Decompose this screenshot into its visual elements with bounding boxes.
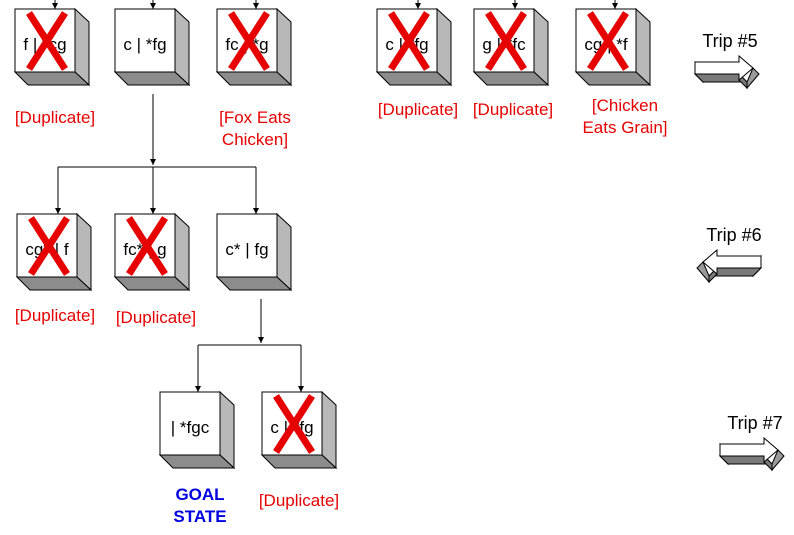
rejected-x-icon xyxy=(273,394,315,454)
trip-7-indicator: Trip #7 xyxy=(718,412,792,472)
box-shape xyxy=(158,390,236,470)
arrow-right-icon xyxy=(718,436,785,472)
rejected-x-icon xyxy=(126,216,168,276)
box-shape xyxy=(215,212,293,292)
trip-6-indicator: Trip #6 xyxy=(696,224,771,284)
state-node-goal: | *fgc xyxy=(158,390,236,470)
state-node-c-fg: c | *fg xyxy=(113,7,191,87)
trip-5-indicator: Trip #5 xyxy=(693,30,767,90)
trip-label: Trip #6 xyxy=(706,225,762,245)
box-front-face xyxy=(114,8,176,73)
label-duplicate-n4: [Duplicate] xyxy=(377,100,459,119)
state-node-fc-star-g: fc* | g xyxy=(113,212,191,292)
label-chicken-eats-grain: [Chicken Eats Grain] xyxy=(570,95,680,139)
label-goal-state: GOAL STATE xyxy=(150,484,250,528)
label-line: STATE xyxy=(173,507,227,526)
state-text: | *fgc xyxy=(170,418,210,437)
state-node-cg-star-f: cg* | f xyxy=(15,212,93,292)
label-duplicate-n1: [Duplicate] xyxy=(14,108,96,127)
state-node-fc-g: fc | *g xyxy=(215,7,293,87)
label-duplicate-n7: [Duplicate] xyxy=(14,306,96,325)
arrow-right-icon xyxy=(693,54,760,90)
label-duplicate-n5: [Duplicate] xyxy=(472,100,554,119)
rejected-x-icon xyxy=(26,11,68,71)
state-node-cg-f: cg | *f xyxy=(574,7,652,87)
label-line: Chicken] xyxy=(221,130,289,149)
box-front-face xyxy=(216,213,278,278)
label-line: [Fox Eats xyxy=(219,108,291,127)
state-node-c-fg-dup: c | *fg xyxy=(375,7,453,87)
label-duplicate-n8: [Duplicate] xyxy=(115,308,197,327)
box-front-face xyxy=(159,391,221,456)
trip-label: Trip #7 xyxy=(727,413,783,433)
trip-label: Trip #5 xyxy=(702,31,758,51)
state-node-g-fc: g | *fc xyxy=(472,7,550,87)
state-text: c* | fg xyxy=(225,240,269,259)
rejected-x-icon xyxy=(28,216,70,276)
label-line: GOAL xyxy=(175,485,225,504)
rejected-x-icon xyxy=(485,11,527,71)
state-text: c | *fg xyxy=(123,35,167,54)
rejected-x-icon xyxy=(388,11,430,71)
state-node-c-star-fg: c* | fg xyxy=(215,212,293,292)
label-fox-eats-chicken: [Fox Eats Chicken] xyxy=(205,107,305,151)
label-line: Eats Grain] xyxy=(582,118,668,137)
rejected-x-icon xyxy=(587,11,629,71)
label-line: [Chicken xyxy=(591,96,659,115)
label-duplicate-n11: [Duplicate] xyxy=(258,491,340,510)
arrow-left-icon xyxy=(696,248,763,284)
state-node-f-cg: f | *cg xyxy=(13,7,91,87)
state-node-c-fg-final: c | *fg xyxy=(260,390,338,470)
rejected-x-icon xyxy=(228,11,270,71)
box-shape xyxy=(113,7,191,87)
